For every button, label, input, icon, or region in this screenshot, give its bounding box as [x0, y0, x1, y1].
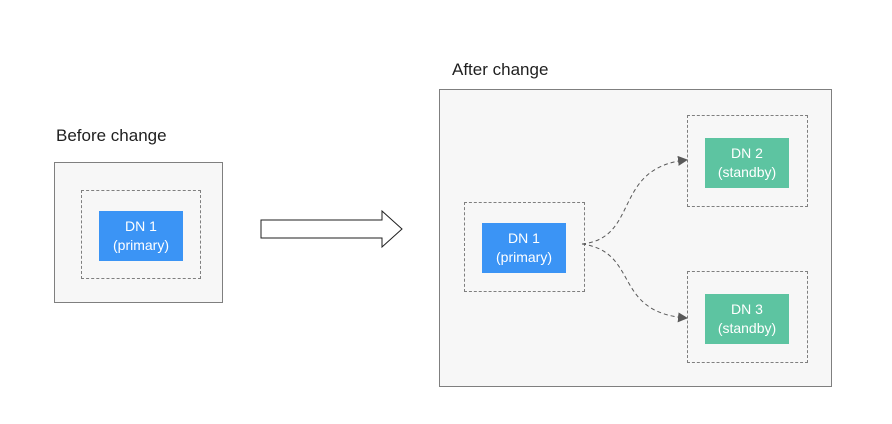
after-dn3-standby-node: DN 3 (standby) — [705, 294, 789, 344]
node-name: DN 1 — [125, 218, 157, 234]
after-dn1-container: DN 1 (primary) — [464, 202, 585, 292]
before-dn1-container: DN 1 (primary) — [81, 190, 201, 279]
node-name: DN 1 — [508, 230, 540, 246]
before-change-title: Before change — [56, 126, 167, 145]
node-name: DN 3 — [731, 301, 763, 317]
before-change-panel: DN 1 (primary) — [54, 162, 223, 303]
after-dn2-container: DN 2 (standby) — [687, 115, 808, 207]
after-dn2-standby-node: DN 2 (standby) — [705, 138, 789, 188]
after-change-title: After change — [452, 60, 549, 79]
dn1-to-dn2-connector — [581, 155, 688, 245]
node-role: (primary) — [496, 249, 552, 265]
node-role: (standby) — [717, 320, 777, 336]
node-name: DN 2 — [731, 145, 763, 161]
node-role: (standby) — [717, 164, 777, 180]
after-change-panel: DN 1 (primary) DN 2 (standby) DN 3 (stan… — [439, 89, 832, 387]
after-dn1-primary-node: DN 1 (primary) — [482, 223, 566, 273]
node-role: (primary) — [113, 237, 169, 253]
dn1-to-dn3-connector — [581, 243, 688, 323]
before-dn1-primary-node: DN 1 (primary) — [99, 211, 183, 261]
